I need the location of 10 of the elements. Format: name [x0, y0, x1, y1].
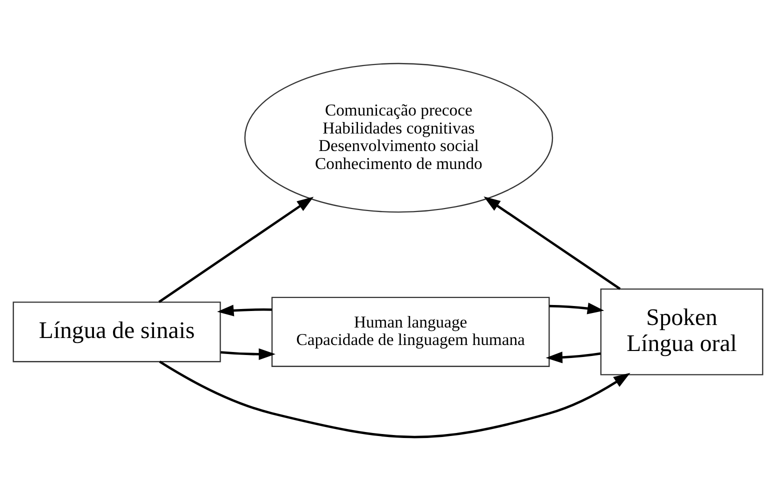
- arrow: [484, 196, 621, 290]
- arrow: [159, 360, 630, 438]
- node-box: Língua de sinais: [12, 302, 221, 362]
- node-box: Human language Capacidade de linguagem humana: [271, 296, 550, 367]
- arrow: [158, 196, 314, 303]
- arrow: [549, 302, 604, 314]
- arrow: [217, 304, 272, 316]
- arrow: [546, 352, 601, 364]
- node-box: Spoken Língua oral: [600, 288, 764, 376]
- arrow: [220, 348, 276, 360]
